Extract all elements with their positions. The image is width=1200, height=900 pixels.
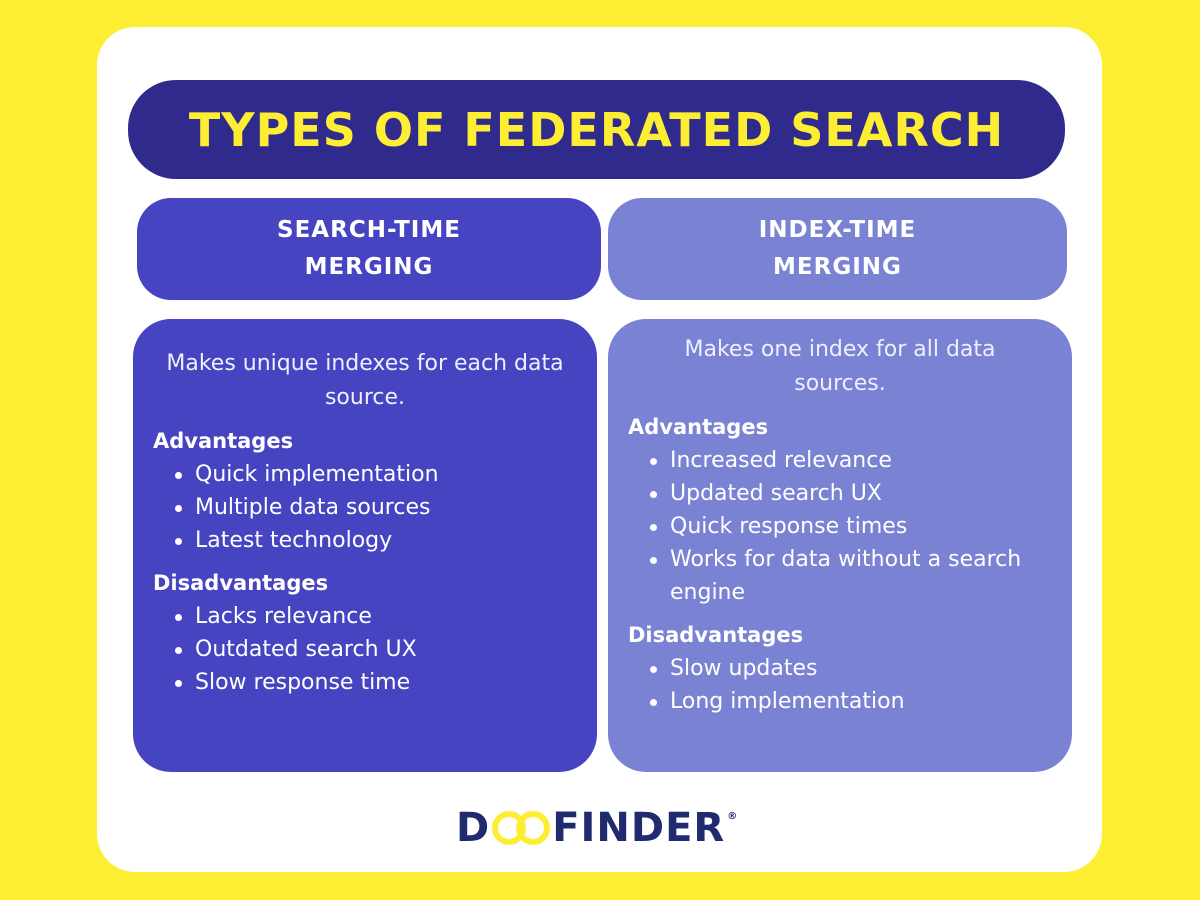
infinity-rings-icon <box>492 811 551 845</box>
advantages-heading: Advantages <box>153 429 294 453</box>
page-title: TYPES OF FEDERATED SEARCH <box>188 102 1005 157</box>
logo-suffix: FINDER <box>552 805 726 851</box>
list-item: Outdated search UX <box>173 633 577 666</box>
advantages-list: Increased relevance Updated search UX Qu… <box>628 444 1052 609</box>
advantages-heading: Advantages <box>628 415 769 439</box>
search-time-merging-header: SEARCH-TIME MERGING <box>137 198 601 300</box>
disadvantages-heading: Disadvantages <box>153 571 329 595</box>
doofinder-logo: D FINDER ® <box>456 805 738 851</box>
list-item: Multiple data sources <box>173 491 577 524</box>
logo-prefix: D <box>456 805 491 851</box>
list-item: Quick implementation <box>173 458 577 491</box>
disadvantages-list: Slow updates Long implementation <box>628 652 1052 718</box>
list-item: Long implementation <box>648 685 1052 718</box>
registered-mark: ® <box>727 811 739 822</box>
list-item: Latest technology <box>173 524 577 557</box>
list-item: Updated search UX <box>648 477 1052 510</box>
list-item: Slow response time <box>173 666 577 699</box>
header-line: MERGING <box>304 254 434 280</box>
advantages-list: Quick implementation Multiple data sourc… <box>153 458 577 557</box>
column-description: Makes one index for all data sources. <box>684 337 996 396</box>
ring-icon <box>516 811 551 845</box>
header-line: SEARCH-TIME <box>277 217 461 243</box>
disadvantages-list: Lacks relevance Outdated search UX Slow … <box>153 600 577 699</box>
disadvantages-heading: Disadvantages <box>628 623 804 647</box>
search-time-merging-panel: Makes unique indexes for each data sourc… <box>133 319 597 772</box>
column-description: Makes unique indexes for each data sourc… <box>166 351 564 410</box>
index-time-merging-panel: Makes one index for all data sources. Ad… <box>608 319 1072 772</box>
list-item: Quick response times <box>648 510 1052 543</box>
title-banner: TYPES OF FEDERATED SEARCH <box>128 80 1065 179</box>
list-item: Increased relevance <box>648 444 1052 477</box>
header-line: INDEX-TIME <box>758 217 917 243</box>
list-item: Slow updates <box>648 652 1052 685</box>
index-time-merging-header: INDEX-TIME MERGING <box>608 198 1067 300</box>
header-line: MERGING <box>773 254 902 280</box>
list-item: Lacks relevance <box>173 600 577 633</box>
list-item: Works for data without a search engine <box>648 543 1052 609</box>
